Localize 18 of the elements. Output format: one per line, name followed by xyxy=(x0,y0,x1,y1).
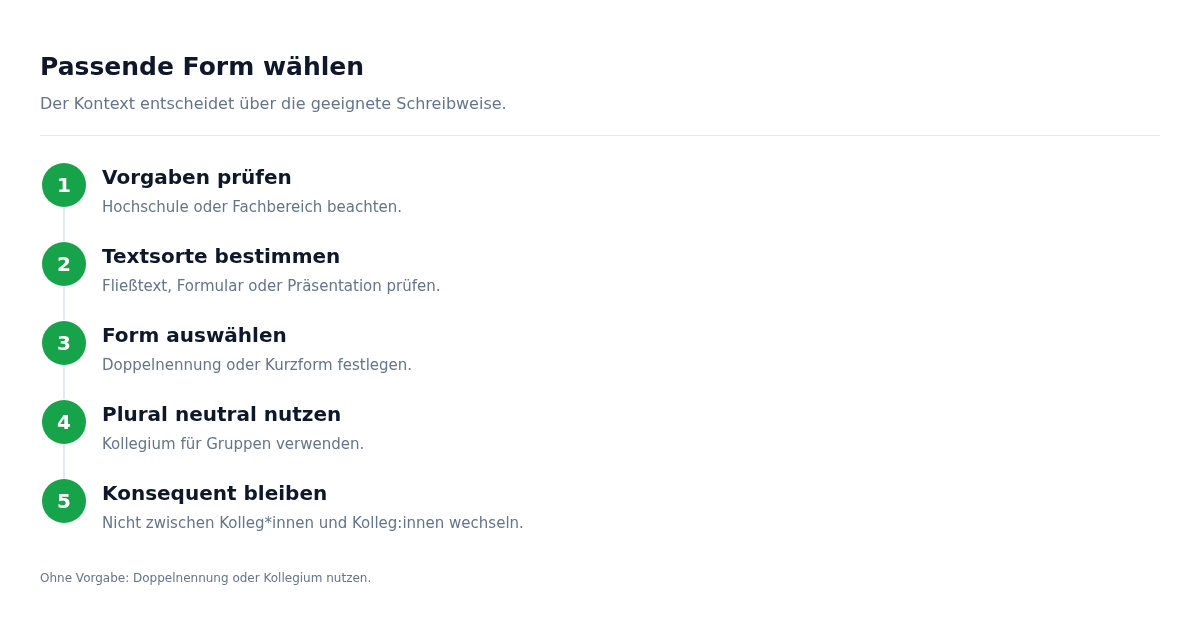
caption: Ohne Vorgabe: Doppelnennung oder Kollegium nutzen. xyxy=(40,571,372,586)
step-number-circle: 2 xyxy=(42,242,86,286)
step-number-circle: 1 xyxy=(42,163,86,207)
step-number-circle: 3 xyxy=(42,321,86,365)
title: Passende Form wählen xyxy=(40,52,364,82)
step-heading: Textsorte bestimmen xyxy=(102,244,341,268)
subtitle: Der Kontext entscheidet über die geeignete Schreibweise. xyxy=(40,94,507,114)
step-description: Nicht zwischen Kolleg*innen und Kolleg:innen wechseln. xyxy=(102,514,524,532)
step-heading: Vorgaben prüfen xyxy=(102,165,292,189)
step-heading: Plural neutral nutzen xyxy=(102,402,342,426)
step-heading: Form auswählen xyxy=(102,323,287,347)
step-description: Fließtext, Formular oder Präsentation prüfen. xyxy=(102,277,441,295)
step-description: Kollegium für Gruppen verwenden. xyxy=(102,435,365,453)
step-number-circle: 4 xyxy=(42,400,86,444)
step-description: Doppelnennung oder Kurzform festlegen. xyxy=(102,356,413,374)
step-heading: Konsequent bleiben xyxy=(102,481,328,505)
step-number-circle: 5 xyxy=(42,479,86,523)
step-description: Hochschule oder Fachbereich beachten. xyxy=(102,198,403,216)
